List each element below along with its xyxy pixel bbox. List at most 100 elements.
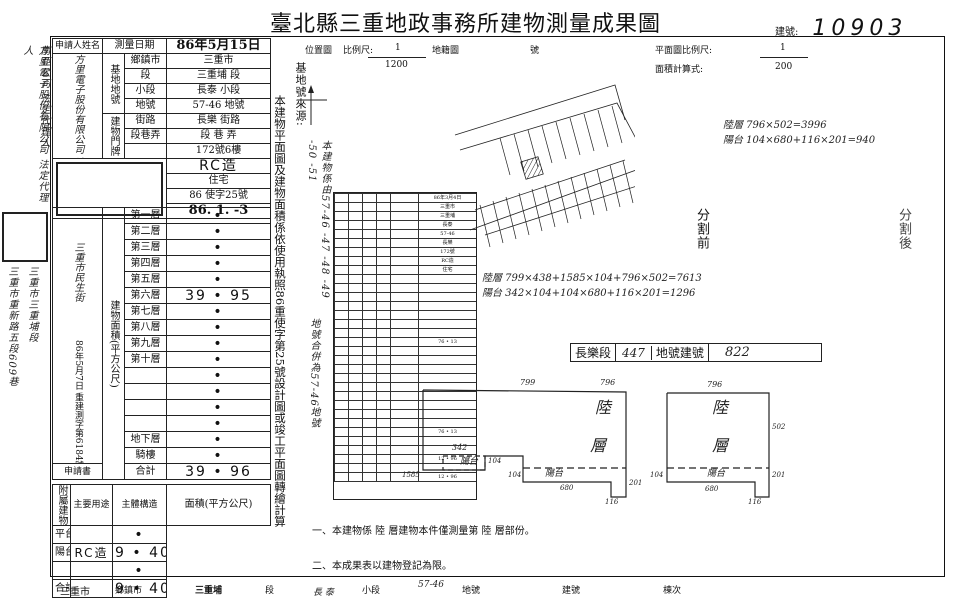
plan-scale-denominator: 200	[775, 62, 793, 72]
stamp-section: 長樂段	[571, 344, 617, 361]
floor-row: 第三層•	[53, 239, 271, 256]
scale-label: 比例尺:	[343, 46, 374, 56]
plan-label-floor_top: 陸	[595, 398, 612, 417]
floor-row: 地下層•	[53, 431, 271, 448]
plan-label-d799: 799	[520, 378, 536, 387]
after-split-label: 分割後	[896, 208, 911, 250]
plan-label-d1585: 1585	[402, 471, 420, 479]
note-1: 一、本建物係 陸 層建物本件僅測量第 陸 層部份。	[312, 526, 535, 537]
seal-stamp	[2, 212, 48, 262]
location-map-label: 位置圖	[305, 46, 333, 56]
footer-building-no-label: 建號	[562, 586, 581, 596]
footer-subsection-label: 小段	[362, 586, 381, 596]
parcel-lines	[479, 105, 634, 248]
building-number-label: 建號:	[775, 27, 799, 38]
plan-label-floor_bot: 層	[712, 436, 729, 455]
lot-merged-text: 地號合併為57-46地號	[308, 318, 319, 429]
accessory-row: •	[52, 561, 271, 580]
mini-row	[334, 418, 476, 428]
floor-area-label: 建物面積(平方公尺)	[108, 299, 119, 388]
plan-label-d201: 201	[772, 471, 786, 479]
acc-area: 9 • 40	[112, 543, 167, 562]
footer-section: 三重埔	[195, 586, 223, 596]
plan-label-floor_bot: 層	[590, 436, 607, 455]
plan-label-balcony: 陽台	[545, 469, 564, 479]
application-date: 86年5月7日	[73, 340, 83, 390]
note-2: 二、本成果表以建物登記為限。	[312, 561, 452, 572]
acc-header-area: 面積(平方公尺)	[166, 484, 271, 526]
applicant-name: 方里電子股份有限公司 法定代理人	[72, 54, 83, 159]
plan-scale-numerator: 1	[780, 43, 786, 53]
plan-label-d104: 104	[488, 457, 502, 465]
handwritten-agent: 三重市三重埔段	[26, 266, 37, 343]
before-formula-balcony: 陽台 342×104+104×680+116×201=1296	[482, 288, 696, 299]
document-title: 臺北縣三重地政事務所建物測量成果圖	[270, 12, 662, 37]
scale-denominator: 1200	[385, 60, 408, 70]
plan-label-balcony: 陽台	[707, 469, 726, 479]
before-formula-floor: 陸層 799×438+1585×104+796×502=7613	[482, 273, 702, 284]
after-formula-balcony: 陽台 104×680+116×201=940	[723, 135, 876, 146]
cadastral-label: 地籍圖	[432, 46, 460, 56]
floor-row: •	[53, 399, 271, 416]
location-map	[297, 84, 635, 248]
accessory-label: 附屬建物	[56, 485, 67, 525]
area-basis-note: 本建物平面圖及建物面積係依使用執照86重使字第25號設計圖或竣工平面圖轉繪計算	[273, 95, 287, 527]
plan-label-d104: 104	[650, 471, 664, 479]
stamp-label: 地號建號	[652, 344, 709, 361]
accessory-row: 合計9 • 40	[52, 579, 271, 598]
lot-source-label: 基地號來源:	[294, 62, 307, 127]
mini-row: 12 • 96	[334, 472, 476, 482]
after-plan-outline	[666, 392, 770, 498]
plan-label-balcony: 陽台	[460, 457, 479, 467]
after-formula-floor: 陸層 796×502=3996	[723, 120, 827, 131]
base-lot-label: 基地地號	[108, 63, 120, 104]
plan-label-d342: 342	[452, 443, 468, 452]
acc-area: 9 • 40	[112, 579, 167, 598]
plan-label-d502: 502	[772, 423, 786, 431]
handwritten-address: 三重市重新路五段609巷	[6, 266, 17, 388]
accessory-row: 平台•	[52, 525, 271, 544]
acc-area: •	[112, 525, 167, 544]
floor-row: •	[53, 415, 271, 432]
floor-row: 第二層•	[53, 223, 271, 240]
plan-label-d796: 796	[707, 380, 723, 389]
accessory-row: 陽台RC造9 • 40	[52, 543, 271, 562]
address-label: 建物門牌	[108, 116, 120, 156]
lot-source-text: 本建物係由57-46 -47 -48 -49 -50 -51	[306, 140, 330, 299]
plan-scale-fraction-line	[760, 57, 808, 58]
floor-row: 第七層•	[53, 303, 271, 320]
floor-area: 39 • 95	[166, 287, 271, 304]
mini-row	[334, 400, 476, 410]
footer-lot-label: 地號	[462, 586, 481, 596]
north-arrow-head	[308, 85, 314, 93]
acc-header-structure: 主體構造	[112, 484, 167, 526]
plan-label-floor_top: 陸	[712, 398, 729, 417]
plan-label-d680: 680	[705, 485, 719, 493]
application-details: 86年5月7日 重建測字第6184號	[72, 340, 83, 463]
plan-label-d116: 116	[605, 498, 619, 506]
stamp-building-no: 822	[724, 345, 750, 360]
floor-row: •	[53, 383, 271, 400]
plan-label-d201: 201	[629, 479, 643, 487]
acc-header-use: 主要用途	[70, 484, 113, 526]
footer-section-label: 段	[265, 586, 275, 596]
scale-fraction-line	[368, 57, 426, 58]
footer-lot: 57-46	[418, 580, 444, 590]
before-split-label: 分割前	[694, 208, 709, 250]
footer-subsection: 長 泰	[313, 588, 334, 598]
mini-row: 12 • 96	[334, 454, 476, 464]
scale-numerator: 1	[395, 43, 401, 53]
plan-label-d116: 116	[748, 498, 762, 506]
handwritten-address-2: 三重市民生街	[72, 242, 83, 302]
application-label: 申請書	[52, 463, 103, 480]
stamp-lot: 447	[616, 345, 652, 360]
plan-scale-label: 平面圖比例尺:	[655, 46, 713, 56]
floor-row: 第四層•	[53, 255, 271, 272]
plan-label-d796: 796	[600, 378, 616, 387]
